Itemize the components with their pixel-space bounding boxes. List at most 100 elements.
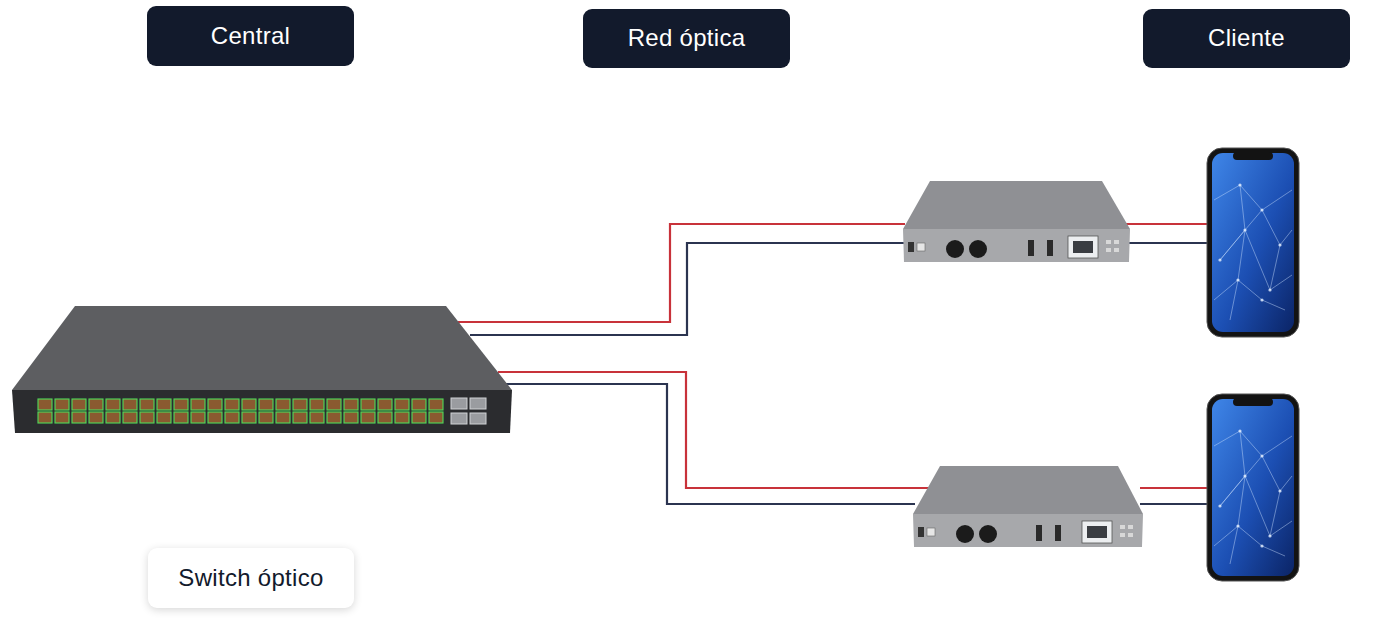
ethernet-port — [72, 412, 86, 423]
status-led — [1106, 240, 1111, 244]
ethernet-port — [259, 412, 273, 423]
ethernet-port — [123, 399, 137, 410]
status-led — [1128, 525, 1133, 529]
ethernet-port — [242, 399, 256, 410]
ethernet-port — [89, 412, 103, 423]
switch-top — [12, 306, 512, 390]
ethernet-port — [412, 399, 426, 410]
ethernet-port — [259, 399, 273, 410]
phone-notch — [1233, 398, 1273, 406]
fiber-wire — [1126, 223, 1210, 225]
ethernet-port — [72, 399, 86, 410]
fiber-wires — [458, 224, 1210, 504]
node-label: Switch óptico — [178, 564, 323, 593]
converter-switch — [1036, 525, 1042, 541]
ethernet-port — [310, 399, 324, 410]
ethernet-port — [174, 399, 188, 410]
ethernet-port — [55, 412, 69, 423]
screen-pattern — [1214, 431, 1292, 564]
ethernet-port — [378, 412, 392, 423]
header-pill: Cliente — [1143, 9, 1350, 68]
fiber-wire — [1140, 503, 1210, 505]
fiber-connector — [946, 240, 964, 258]
sfp-port — [470, 398, 486, 409]
ethernet-port — [378, 399, 392, 410]
ethernet-port — [157, 412, 171, 423]
phone-symbol — [1207, 394, 1299, 581]
phone-symbol — [1207, 148, 1299, 337]
ethernet-port — [412, 412, 426, 423]
ethernet-port — [106, 412, 120, 423]
fiber-wire — [1140, 487, 1210, 489]
converter-top — [903, 181, 1130, 229]
switch-front — [12, 390, 512, 433]
ethernet-port — [344, 399, 358, 410]
fiber-connector — [956, 525, 974, 543]
converter-switch — [1028, 240, 1034, 256]
converter-switch — [918, 527, 924, 537]
ethernet-port — [38, 399, 52, 410]
status-led — [1114, 240, 1119, 244]
ethernet-port — [38, 412, 52, 423]
node-label: Cliente — [1208, 24, 1285, 53]
converter-switch — [1055, 525, 1061, 541]
node-label: Central — [211, 22, 290, 51]
sfp-port — [451, 398, 467, 409]
ethernet-port — [191, 412, 205, 423]
switch-ports — [38, 399, 443, 423]
status-led — [1114, 248, 1119, 252]
converter-button — [927, 528, 935, 536]
ethernet-port — [429, 399, 443, 410]
converter-top — [913, 466, 1143, 514]
ethernet-port — [208, 399, 222, 410]
label-box: Switch óptico — [148, 548, 354, 608]
ethernet-port — [293, 399, 307, 410]
screen-pattern — [1214, 185, 1292, 320]
ethernet-port — [395, 399, 409, 410]
ethernet-port — [344, 412, 358, 423]
ethernet-port — [395, 412, 409, 423]
media-converter — [903, 181, 1130, 262]
screen-dots — [1218, 429, 1281, 547]
fiber-connector — [969, 240, 987, 258]
converter-switch — [1047, 240, 1053, 256]
sfp-port — [470, 413, 486, 424]
node-label: Red óptica — [628, 24, 746, 53]
ethernet-port — [123, 412, 137, 423]
status-led — [1120, 533, 1125, 537]
ethernet-port — [242, 412, 256, 423]
status-led — [1120, 525, 1125, 529]
status-led — [1106, 248, 1111, 252]
converter-switch — [908, 242, 914, 252]
switch-symbol — [12, 306, 512, 433]
converter-button — [917, 243, 925, 251]
ethernet-port — [55, 399, 69, 410]
header-pill: Red óptica — [583, 9, 790, 68]
ethernet-port — [191, 399, 205, 410]
ethernet-port — [327, 399, 341, 410]
sfp-port — [451, 413, 467, 424]
ethernet-port — [429, 412, 443, 423]
ethernet-port — [361, 412, 375, 423]
media-converter — [913, 466, 1143, 547]
ethernet-port — [276, 399, 290, 410]
fiber-wire — [505, 384, 915, 504]
ethernet-port — [293, 412, 307, 423]
ethernet-port — [225, 399, 239, 410]
rj45-port — [1082, 521, 1112, 543]
ethernet-port — [174, 412, 188, 423]
ethernet-port — [89, 399, 103, 410]
phone-frame — [1207, 148, 1299, 337]
fiber-connector — [979, 525, 997, 543]
converter-front — [913, 514, 1143, 547]
ethernet-port — [310, 412, 324, 423]
ethernet-port — [140, 412, 154, 423]
ethernet-port — [276, 412, 290, 423]
fiber-wire — [458, 224, 905, 322]
phone-frame — [1207, 394, 1299, 581]
ethernet-port — [327, 412, 341, 423]
rj45-socket — [1073, 241, 1093, 253]
